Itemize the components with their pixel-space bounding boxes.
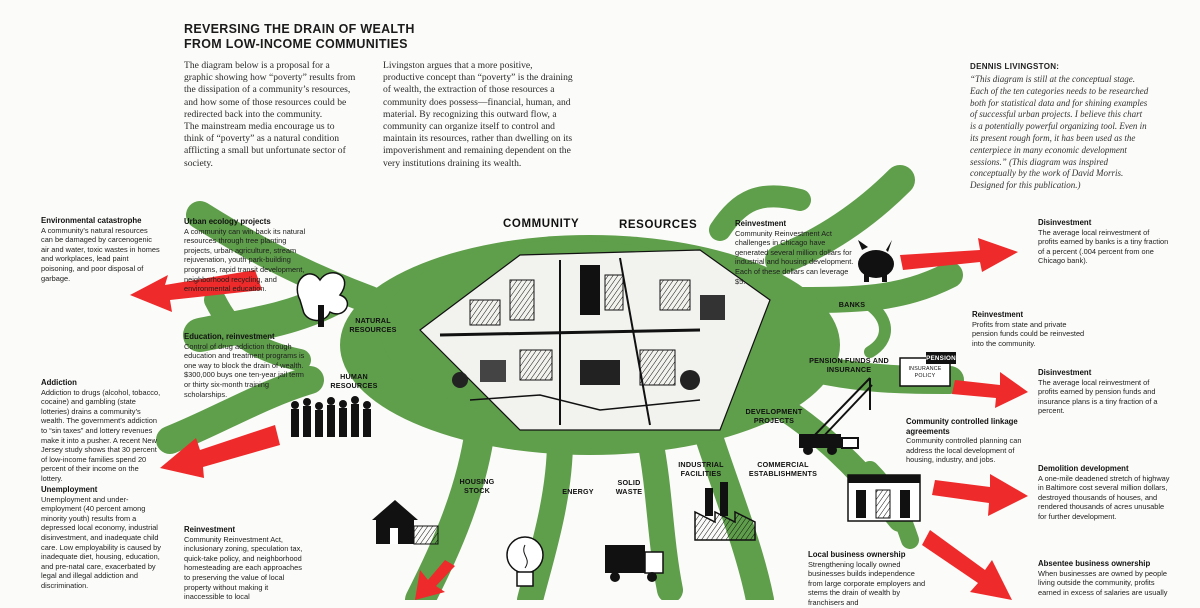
quote-text: “This diagram is still at the conceptual…: [970, 74, 1150, 192]
hub-housing-stock: HOUSING STOCK: [452, 477, 502, 495]
note-absentee-ownership: Absentee business ownership When busines…: [1038, 559, 1170, 597]
hub-energy: ENERGY: [556, 487, 600, 496]
note-environmental-catastrophe: Environmental catastrophe A community’s …: [41, 216, 161, 283]
hub-natural-resources: NATURAL RESOURCES: [344, 316, 402, 334]
arrow-absentee: [922, 530, 1012, 600]
note-disinvestment-pension: Disinvestment The average local reinvest…: [1038, 368, 1170, 416]
pension-sign-label: PENSION: [926, 354, 956, 363]
house-icon: [372, 500, 438, 544]
hub-development-projects: DEVELOPMENT PROJECTS: [738, 407, 810, 425]
hub-pension-funds: PENSION FUNDS AND INSURANCE: [808, 356, 890, 374]
note-reinvestment-top: Reinvestment Community Reinvestment Act …: [735, 219, 857, 286]
note-disinvestment-banks: Disinvestment The average local reinvest…: [1038, 218, 1170, 266]
center-label-resources: RESOURCES: [619, 219, 697, 231]
hub-commercial-establishments: COMMERCIAL ESTABLISHMENTS: [738, 460, 828, 478]
storefront-icon: [848, 475, 920, 521]
policy-sign-label: INSURANCE POLICY: [902, 366, 948, 380]
note-reinvestment-right: Reinvestment Profits from state and priv…: [972, 310, 1090, 348]
hub-industrial-facilities: INDUSTRIAL FACILITIES: [668, 460, 734, 478]
note-linkage-agreements: Community controlled linkage agreements …: [906, 417, 1026, 465]
people-crowd-icon: [291, 396, 371, 437]
intro-column-1: The diagram below is a proposal for a gr…: [184, 60, 356, 170]
note-urban-ecology: Urban ecology projects A community can w…: [184, 217, 308, 294]
intro-paragraph: The mainstream media encourage us to thi…: [184, 121, 356, 170]
note-unemployment: Unemployment Unemployment and under-empl…: [41, 485, 165, 591]
hub-human-resources: HUMAN RESOURCES: [325, 372, 383, 390]
note-reinvestment-left: Reinvestment Community Reinvestment Act,…: [184, 525, 308, 602]
hub-banks: BANKS: [836, 300, 868, 309]
hub-solid-waste: SOLID WASTE: [610, 478, 648, 496]
note-education-reinvestment: Education, reinvestment Control of drug …: [184, 332, 306, 399]
note-addiction: Addiction Addiction to drugs (alcohol, t…: [41, 378, 161, 484]
intro-paragraph: The diagram below is a proposal for a gr…: [184, 60, 356, 121]
page-title: REVERSING THE DRAIN OF WEALTH FROM LOW-I…: [184, 22, 444, 52]
quote-author: DENNIS LIVINGSTON:: [970, 62, 1059, 71]
intro-column-2: Livingston argues that a more positive, …: [383, 60, 573, 170]
note-local-business-ownership: Local business ownership Strengthening l…: [808, 550, 930, 608]
note-demolition-development: Demolition development A one-mile deaden…: [1038, 464, 1170, 522]
piggy-bank-icon: [858, 240, 894, 282]
arrow-demolition: [932, 474, 1028, 516]
center-label-community: COMMUNITY: [503, 218, 579, 230]
